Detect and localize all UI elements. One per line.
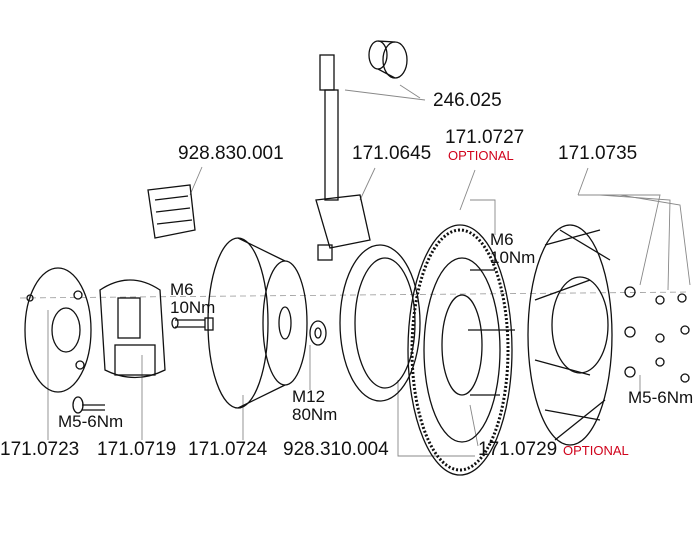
part-number-stator-plate: 171.0723 bbox=[0, 439, 80, 460]
stator-plate-part bbox=[24, 267, 105, 414]
part-number-ignition-coil: 171.0645 bbox=[352, 143, 432, 164]
torque-size-m6-right: M6 bbox=[490, 230, 514, 249]
nut-part bbox=[309, 320, 327, 346]
optional-note-flywheel-ring: OPTIONAL bbox=[448, 148, 514, 163]
spark-cap-part bbox=[368, 40, 408, 79]
torque-m5-left: M5-6Nm bbox=[58, 412, 124, 431]
torque-value-m12: 80Nm bbox=[292, 405, 338, 424]
torque-value-m6-right: 10Nm bbox=[490, 248, 536, 267]
center-axis bbox=[19, 291, 691, 299]
ignition-coil-part bbox=[315, 54, 371, 261]
screw-set bbox=[624, 286, 690, 383]
pickup-part bbox=[99, 279, 214, 379]
part-number-ring-kit: 171.0729 bbox=[478, 439, 558, 460]
part-number-fan: 171.0735 bbox=[558, 143, 638, 164]
part-number-spacer: 928.830.001 bbox=[178, 143, 284, 164]
torque-m5-right: M5-6Nm bbox=[628, 388, 694, 407]
torque-size-m12: M12 bbox=[292, 387, 326, 406]
part-number-flywheel-ring: 171.0727 bbox=[445, 127, 525, 148]
spacer-part bbox=[147, 184, 196, 239]
part-number-nut: 928.310.004 bbox=[283, 439, 389, 460]
part-number-pickup: 171.0719 bbox=[97, 439, 177, 460]
part-number-rotor: 171.0724 bbox=[188, 439, 268, 460]
flywheel-part bbox=[407, 224, 515, 476]
leader-lines bbox=[47, 84, 691, 457]
torque-value-m6-left: 10Nm bbox=[170, 298, 216, 317]
optional-note-ring-kit: OPTIONAL bbox=[563, 443, 629, 458]
fan-part bbox=[527, 224, 613, 446]
part-number-spark-cap: 246.025 bbox=[433, 90, 502, 111]
ring-part bbox=[339, 244, 421, 402]
torque-size-m6-left: M6 bbox=[170, 280, 194, 299]
rotor-part bbox=[207, 237, 308, 409]
